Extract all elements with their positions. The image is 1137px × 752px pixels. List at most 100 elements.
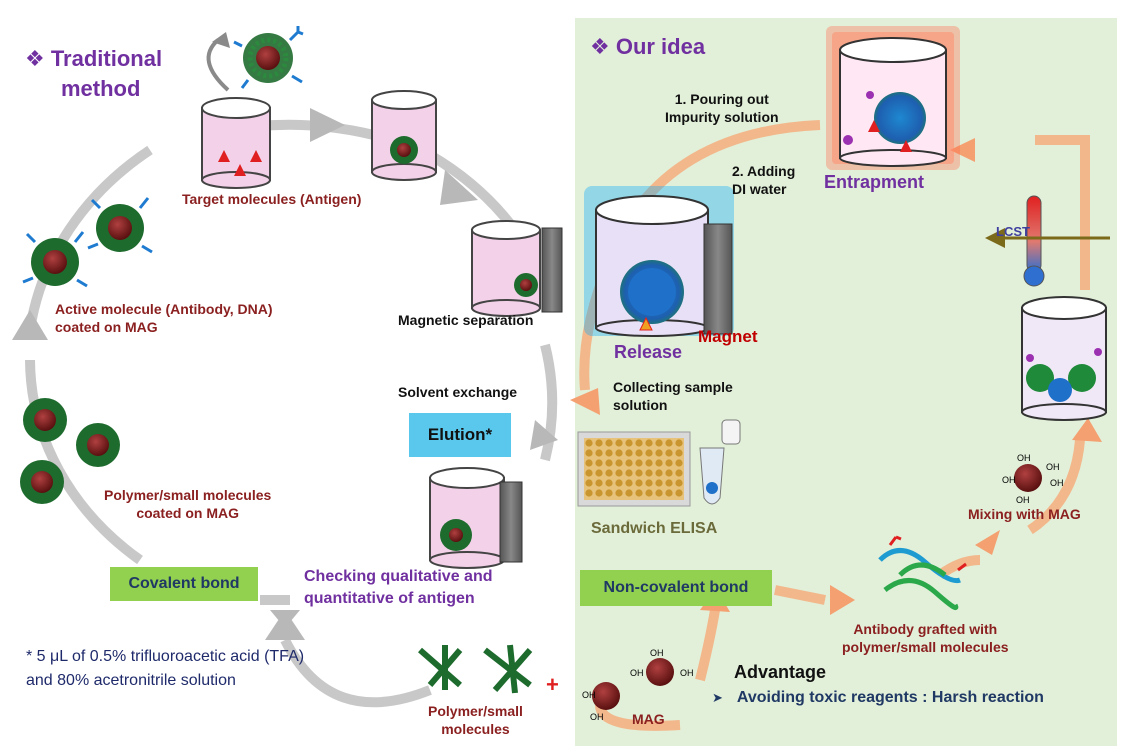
mag-oh-mixing bbox=[1014, 464, 1042, 492]
elution-box: Elution* bbox=[409, 413, 511, 457]
elisa-well bbox=[655, 469, 663, 477]
oh-label: OH bbox=[680, 668, 694, 678]
elisa-well bbox=[675, 479, 683, 487]
mixing-with-mag-label: Mixing with MAG bbox=[968, 506, 1081, 522]
sandwich-elisa-label: Sandwich ELISA bbox=[591, 520, 718, 537]
checking-label: Checking qualitative and quantitative of… bbox=[304, 568, 493, 607]
elisa-well bbox=[665, 469, 673, 477]
elisa-well bbox=[585, 459, 593, 467]
polymer-coated-label: Polymer/small molecules coated on MAG bbox=[104, 487, 272, 521]
non-covalent-bond-box: Non-covalent bond bbox=[580, 570, 772, 606]
beaker-target bbox=[201, 97, 271, 189]
elisa-well bbox=[645, 479, 653, 487]
elisa-well bbox=[605, 439, 613, 447]
magnet-label: Magnet bbox=[698, 327, 758, 346]
elisa-well bbox=[585, 449, 593, 457]
footnote: * 5 μL of 0.5% trifluoroacetic acid (TFA… bbox=[26, 648, 305, 689]
mag-label: MAG bbox=[632, 711, 665, 727]
elisa-well bbox=[605, 489, 613, 497]
elisa-well bbox=[595, 479, 603, 487]
elisa-well bbox=[585, 439, 593, 447]
elisa-well bbox=[655, 479, 663, 487]
elisa-well bbox=[675, 439, 683, 447]
loop-arrow bbox=[206, 38, 230, 92]
beaker-magnetic-separation bbox=[471, 220, 563, 317]
thermometer-icon bbox=[985, 195, 1110, 287]
target-molecules-label: Target molecules (Antigen) bbox=[182, 191, 362, 207]
magnetic-separation-label: Magnetic separation bbox=[398, 312, 534, 328]
oh-label: OH bbox=[1017, 453, 1031, 463]
advantage-title: Advantage bbox=[734, 662, 827, 682]
our-idea-title: ❖ Our idea bbox=[590, 34, 706, 59]
beaker-mixing bbox=[1021, 296, 1107, 421]
polymer-strands bbox=[418, 644, 533, 694]
elisa-well bbox=[665, 449, 673, 457]
elisa-well bbox=[595, 439, 603, 447]
oh-label: OH bbox=[650, 648, 664, 658]
elisa-well bbox=[585, 469, 593, 477]
elisa-well bbox=[635, 459, 643, 467]
elisa-well bbox=[665, 459, 673, 467]
elisa-well bbox=[675, 449, 683, 457]
mag-oh-bottom bbox=[592, 658, 674, 710]
elisa-well bbox=[605, 479, 613, 487]
traditional-arrowheads bbox=[12, 108, 558, 640]
elisa-well bbox=[645, 439, 653, 447]
elisa-well bbox=[645, 469, 653, 477]
elisa-well bbox=[625, 449, 633, 457]
elisa-well bbox=[625, 459, 633, 467]
elisa-well bbox=[625, 439, 633, 447]
elisa-well bbox=[675, 489, 683, 497]
mag-antibody-top bbox=[233, 26, 304, 89]
polymer-small-label: Polymer/small molecules bbox=[428, 703, 523, 737]
elisa-well bbox=[615, 439, 623, 447]
elisa-well bbox=[655, 459, 663, 467]
elisa-well bbox=[645, 489, 653, 497]
elisa-well bbox=[635, 469, 643, 477]
eppendorf-tube bbox=[699, 419, 741, 505]
elisa-well bbox=[635, 479, 643, 487]
elisa-well bbox=[655, 439, 663, 447]
collecting-label: Collecting sample solution bbox=[613, 379, 733, 413]
traditional-title: ❖ Traditional method bbox=[25, 46, 163, 101]
arrow-bullet-icon: ➤ bbox=[712, 690, 723, 705]
elisa-well bbox=[675, 459, 683, 467]
step2-label: 2. Adding DI water bbox=[732, 163, 796, 197]
release-label: Release bbox=[614, 342, 683, 362]
covalent-bond-box: Covalent bond bbox=[110, 567, 258, 601]
elisa-well bbox=[665, 479, 673, 487]
elisa-well bbox=[605, 449, 613, 457]
elisa-well bbox=[595, 469, 603, 477]
elisa-well bbox=[645, 459, 653, 467]
oh-label: OH bbox=[1016, 495, 1030, 505]
beaker-release bbox=[584, 186, 734, 337]
elisa-well bbox=[615, 469, 623, 477]
active-molecule-label: Active molecule (Antibody, DNA) coated o… bbox=[55, 301, 273, 335]
elisa-well bbox=[655, 489, 663, 497]
elisa-well bbox=[675, 469, 683, 477]
elisa-well bbox=[615, 479, 623, 487]
oh-label: OH bbox=[1050, 478, 1064, 488]
elisa-well bbox=[605, 459, 613, 467]
elisa-well bbox=[595, 489, 603, 497]
oh-label: OH bbox=[590, 712, 604, 722]
beaker-checking bbox=[429, 467, 523, 569]
beaker-binding bbox=[371, 90, 437, 181]
antibody-grafted-polymer bbox=[878, 535, 967, 611]
plus-sign: + bbox=[546, 672, 559, 697]
elisa-well bbox=[655, 449, 663, 457]
elisa-well bbox=[665, 489, 673, 497]
mag-antibody-left bbox=[22, 197, 153, 288]
oh-label: OH bbox=[1002, 475, 1016, 485]
antibody-grafted-label: Antibody grafted with polymer/small mole… bbox=[842, 621, 1009, 655]
elisa-well bbox=[615, 449, 623, 457]
elisa-well bbox=[625, 469, 633, 477]
mag-polymer-left bbox=[20, 398, 120, 504]
elisa-plate bbox=[577, 431, 691, 507]
elisa-well bbox=[635, 439, 643, 447]
our-idea-arrowheads bbox=[570, 138, 1102, 615]
elisa-well bbox=[635, 449, 643, 457]
elisa-well bbox=[605, 469, 613, 477]
entrapment-label: Entrapment bbox=[824, 172, 925, 192]
oh-label: OH bbox=[1046, 462, 1060, 472]
